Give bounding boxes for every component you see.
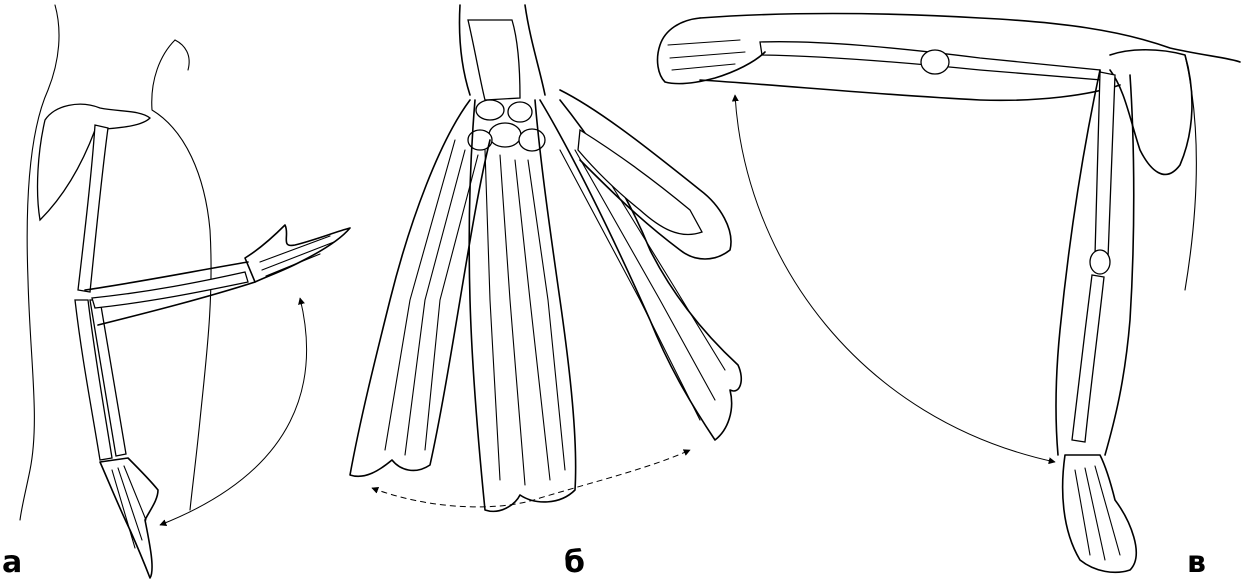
neck-outline — [175, 40, 189, 70]
panel-a-drawing — [20, 5, 350, 578]
panel-b-drawing — [350, 5, 741, 511]
motion-arc-a — [160, 298, 307, 525]
hanging-hand-c — [1063, 455, 1137, 572]
hand-hanging — [100, 458, 158, 578]
panel-label-c: в — [1187, 548, 1206, 578]
hand-flexed — [245, 225, 350, 282]
panel-c-drawing — [658, 14, 1240, 573]
hand-flexed-fingers — [260, 236, 334, 276]
shoulder-body-outline — [1110, 50, 1192, 175]
hanging-humerus — [1095, 72, 1115, 258]
forearm-flexed-bones — [92, 272, 248, 308]
hand-center-bones — [485, 150, 565, 485]
hanging-hand-c-fingers — [1075, 466, 1120, 560]
hanging-elbow-joint — [1090, 250, 1110, 274]
motion-arc-b — [372, 450, 690, 507]
panel-label-b: б — [564, 548, 585, 578]
panel-label-a: а — [2, 548, 22, 578]
hand-left-bones — [385, 140, 478, 455]
carpal-bones — [468, 100, 545, 151]
hanging-forearm-bones — [1072, 275, 1104, 442]
torso-outline — [20, 5, 59, 520]
forearm-b-bones — [468, 20, 520, 100]
hand-hanging-fingers — [112, 466, 146, 548]
motion-arc-c — [735, 95, 1055, 462]
raised-hand — [658, 18, 765, 84]
raised-hand-fingers — [668, 40, 745, 70]
raised-elbow-joint — [921, 50, 949, 74]
torso-outline-right — [152, 40, 211, 510]
